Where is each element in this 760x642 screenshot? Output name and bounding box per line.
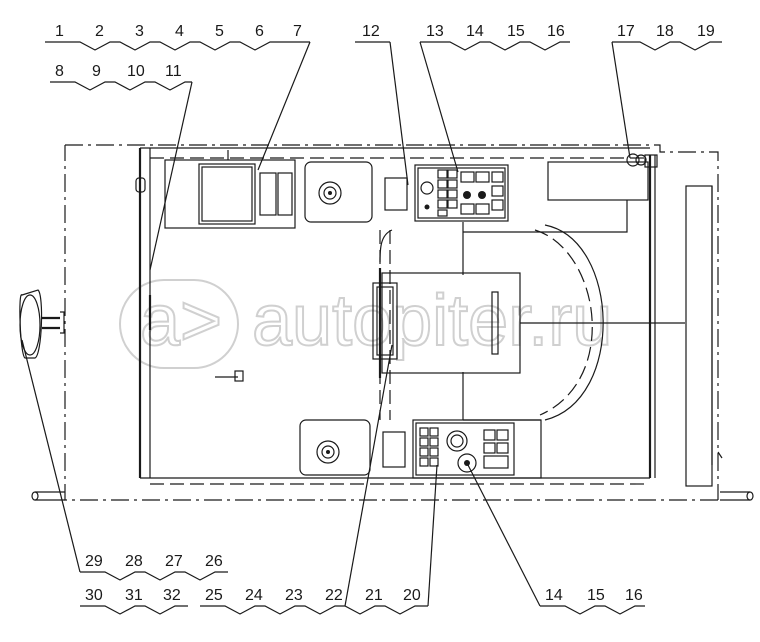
label-group-top-right: 17 18 19 — [612, 23, 722, 51]
watermark: a> autopiter.ru — [119, 279, 613, 369]
leader-20 — [427, 464, 438, 607]
label-group-bottom-left-row1: 29 28 27 26 — [80, 553, 228, 581]
callout-11: 11 — [165, 63, 182, 80]
callout-25: 25 — [205, 587, 223, 604]
callout-6: 6 — [255, 23, 264, 40]
label-group-bottom-left-row2: 30 31 32 — [80, 587, 188, 615]
watermark-logo-glyph: a> — [140, 281, 222, 361]
label-group-top-left-row2: 8 9 10 11 — [50, 63, 192, 91]
label-group-top-mid-12: 12 — [355, 23, 390, 43]
callout-9: 9 — [92, 63, 101, 80]
callout-1: 1 — [55, 23, 64, 40]
upper-right-console — [463, 153, 658, 233]
leader-12 — [389, 41, 409, 186]
leader-17 — [611, 41, 631, 159]
callout-leader-zigzag — [50, 81, 192, 91]
callout-15b: 15 — [587, 587, 605, 604]
leader-11 — [149, 81, 193, 271]
leader-14b — [467, 464, 541, 607]
callout-leader-zigzag — [80, 605, 188, 615]
callout-12: 12 — [362, 23, 380, 40]
callout-16b: 16 — [625, 587, 643, 604]
lower-control-panel — [412, 419, 542, 479]
callout-14b: 14 — [545, 587, 563, 604]
callout-leader-zigzag — [420, 41, 570, 51]
upper-speaker — [304, 161, 373, 223]
curved-boundary-dashed — [534, 229, 593, 416]
callout-8: 8 — [55, 63, 64, 80]
callout-26: 26 — [205, 553, 223, 570]
lower-speaker — [299, 419, 371, 476]
lower-small-panel — [382, 431, 406, 468]
callout-15: 15 — [507, 23, 525, 40]
leader-22 — [344, 344, 393, 607]
callout-23: 23 — [285, 587, 303, 604]
callout-32: 32 — [163, 587, 181, 604]
callout-22: 22 — [325, 587, 343, 604]
callout-27: 27 — [165, 553, 183, 570]
callout-4: 4 — [175, 23, 184, 40]
callout-leader-zigzag — [45, 41, 310, 51]
callout-29: 29 — [85, 553, 103, 570]
right-side-panel — [685, 185, 723, 487]
curved-boundary — [544, 224, 604, 421]
leader-lines — [21, 41, 631, 607]
callout-13: 13 — [426, 23, 444, 40]
leader-29 — [21, 339, 81, 573]
divider-left — [379, 229, 393, 263]
callout-20: 20 — [403, 587, 421, 604]
callout-21: 21 — [365, 587, 383, 604]
leader-7 — [257, 41, 311, 171]
bottom-pipes — [31, 491, 754, 501]
callout-31: 31 — [125, 587, 143, 604]
upper-small-panel — [384, 177, 408, 211]
callout-leader-zigzag — [200, 605, 428, 615]
external-mirror — [19, 289, 65, 359]
callout-16: 16 — [547, 23, 565, 40]
upper-control-panel — [414, 164, 509, 222]
callout-19: 19 — [697, 23, 715, 40]
left-connector — [234, 370, 244, 382]
callout-leader-zigzag — [80, 571, 228, 581]
callout-30: 30 — [85, 587, 103, 604]
label-group-bottom-mid: 25 24 23 22 21 20 — [200, 587, 428, 615]
label-group-bottom-right: 14 15 16 — [540, 587, 645, 615]
door-handle — [135, 177, 146, 193]
upper-left-console — [164, 150, 296, 229]
callout-5: 5 — [215, 23, 224, 40]
callout-7: 7 — [293, 23, 302, 40]
callout-leader-zigzag — [540, 605, 645, 615]
callout-leader-zigzag — [612, 41, 722, 51]
callout-18: 18 — [656, 23, 674, 40]
watermark-text: autopiter.ru — [252, 281, 612, 361]
callout-24: 24 — [245, 587, 263, 604]
leader-13 — [419, 41, 459, 173]
callout-2: 2 — [95, 23, 104, 40]
callout-10: 10 — [127, 63, 145, 80]
callout-14: 14 — [466, 23, 484, 40]
callout-17: 17 — [617, 23, 635, 40]
callout-28: 28 — [125, 553, 143, 570]
label-group-top-left-row1: 1 2 3 4 5 6 7 — [45, 23, 310, 51]
label-group-top-mid: 13 14 15 16 — [420, 23, 570, 51]
callout-3: 3 — [135, 23, 144, 40]
